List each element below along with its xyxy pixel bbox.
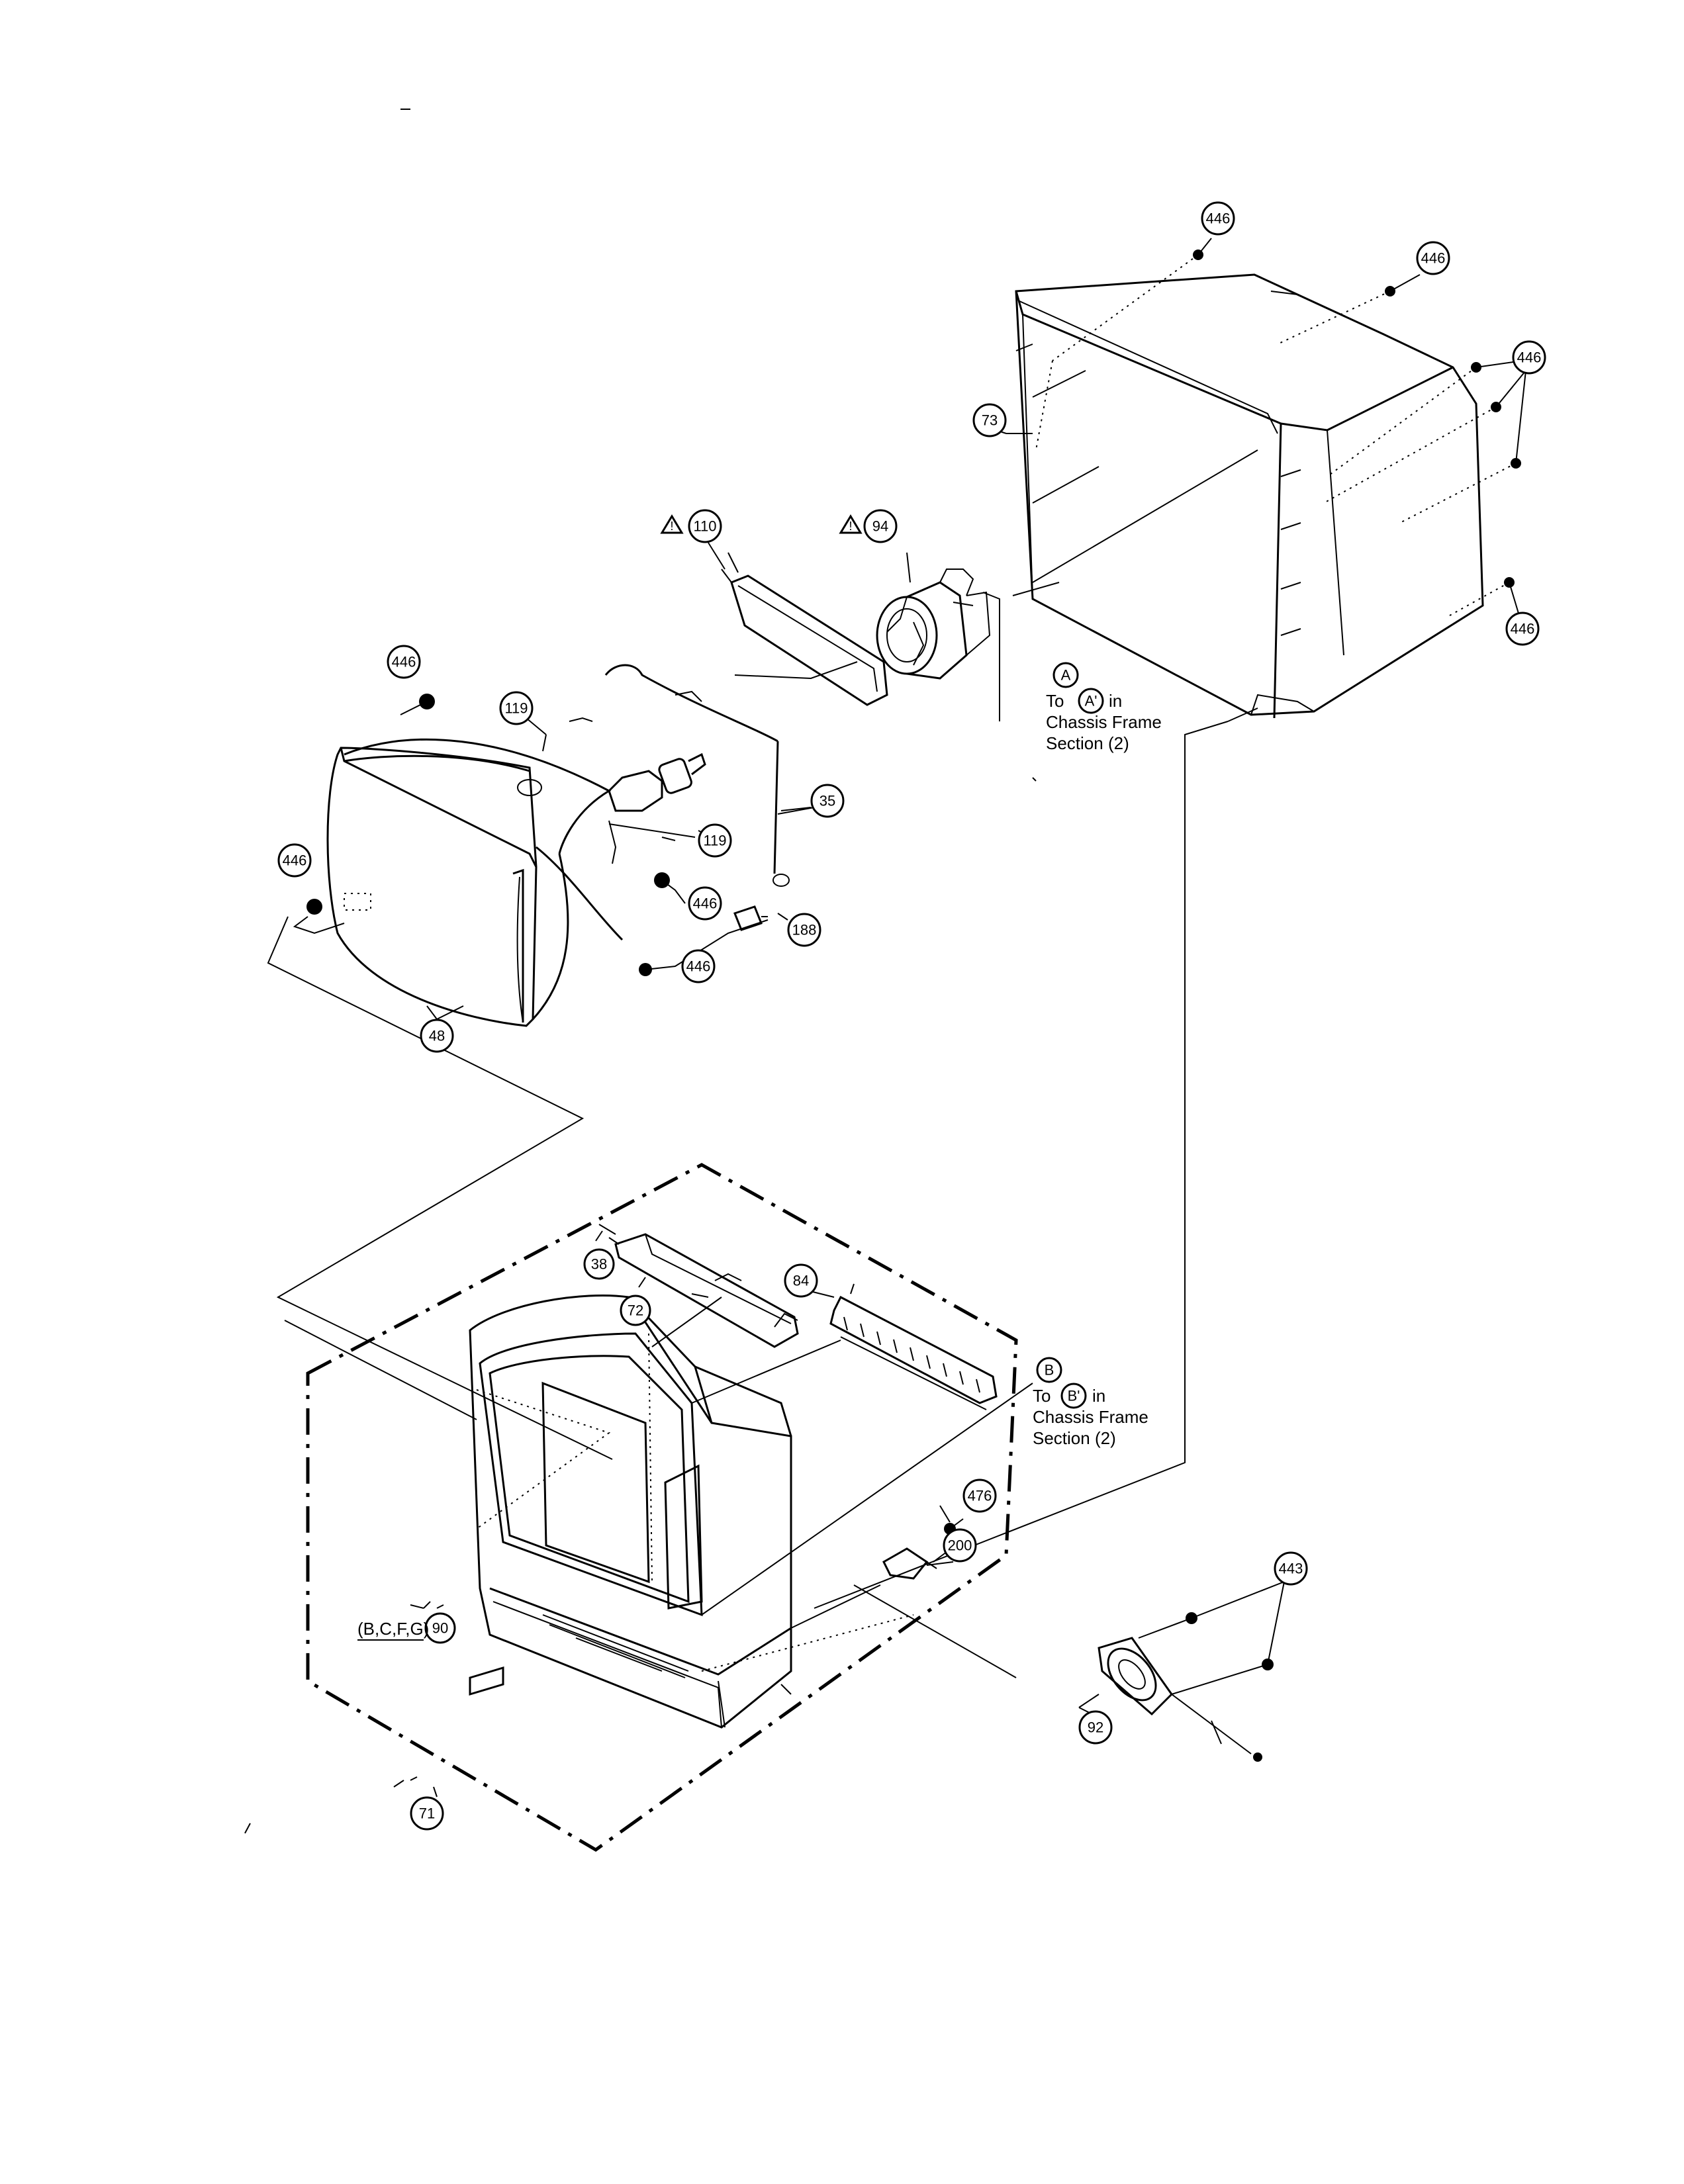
svg-text:92: 92	[1088, 1719, 1103, 1736]
screw-38	[595, 1224, 616, 1242]
cabinet-back	[1012, 273, 1484, 722]
callout-72: 72	[620, 1295, 651, 1326]
svg-text:Chassis Frame: Chassis Frame	[1046, 712, 1162, 732]
connector-a-note: A To A' in Chassis Frame Section (2)	[1046, 662, 1162, 753]
svg-text:72: 72	[628, 1302, 643, 1319]
callout-48: 48	[420, 1019, 454, 1053]
callout-119: 119	[499, 691, 534, 725]
svg-text:71: 71	[419, 1805, 435, 1822]
callout-73: 73	[972, 403, 1007, 437]
svg-text:90: 90	[432, 1620, 448, 1637]
svg-text:446: 446	[283, 852, 307, 869]
svg-text:200: 200	[948, 1537, 972, 1554]
svg-text:446: 446	[693, 895, 718, 912]
svg-text:119: 119	[703, 833, 726, 849]
svg-text:B: B	[1045, 1362, 1054, 1379]
svg-text:Section (2): Section (2)	[1033, 1428, 1116, 1448]
warning-icon: !	[839, 514, 863, 534]
callout-71: 71	[410, 1796, 444, 1831]
callout-84: 84	[784, 1263, 818, 1298]
callout-443: 443	[1274, 1551, 1308, 1586]
svg-text:73: 73	[982, 412, 998, 429]
callout-446: 446	[688, 886, 722, 921]
cabinet-screws	[986, 238, 1526, 616]
svg-text:446: 446	[686, 958, 711, 975]
callout-leaders	[426, 433, 1099, 1797]
warning-icon: !	[660, 514, 684, 534]
svg-text:B': B'	[1068, 1388, 1080, 1404]
front-alignment-lines	[648, 1297, 1033, 1678]
front-cabinet	[469, 1294, 792, 1729]
callout-446: 446	[1505, 612, 1540, 646]
svg-text:476: 476	[968, 1488, 992, 1504]
svg-text:in: in	[1092, 1386, 1105, 1406]
svg-text:94: 94	[872, 518, 888, 535]
callout-188: 188	[787, 913, 821, 947]
svg-text:84: 84	[793, 1273, 809, 1289]
svg-text:446: 446	[392, 654, 416, 670]
control-board	[829, 1283, 998, 1410]
svg-text:A: A	[1061, 667, 1071, 684]
front-cabinet-boundary	[306, 1163, 1018, 1852]
svg-text:To: To	[1033, 1386, 1051, 1406]
screw-alignment-lines	[1035, 254, 1517, 616]
svg-text:Section (2): Section (2)	[1046, 733, 1129, 753]
svg-text:!: !	[849, 520, 852, 533]
degaussing-coil	[721, 552, 888, 706]
svg-text:!: !	[670, 520, 673, 533]
badge-plate	[436, 1604, 504, 1696]
svg-text:446: 446	[1511, 621, 1535, 637]
callout-92: 92	[1078, 1710, 1113, 1745]
callout-38: 38	[583, 1248, 615, 1280]
callout-119: 119	[698, 823, 732, 858]
callout-476: 476	[962, 1479, 997, 1513]
callout-446: 446	[277, 843, 312, 878]
callout-94: 94	[863, 509, 898, 543]
svg-text:48: 48	[429, 1028, 445, 1044]
svg-text:38: 38	[591, 1256, 607, 1273]
callout-446: 446	[1416, 241, 1450, 275]
callout-200: 200	[943, 1528, 977, 1563]
svg-text:35: 35	[819, 793, 835, 809]
connector-a-line	[982, 592, 1000, 721]
svg-text:446: 446	[1421, 250, 1446, 267]
svg-text:in: in	[1109, 691, 1122, 711]
bracket-plate	[614, 1233, 799, 1348]
callout-110: 110	[688, 509, 722, 543]
variant-label: (B,C,F,G)	[357, 1619, 429, 1639]
svg-text:110: 110	[693, 518, 716, 535]
callout-446: 446	[1201, 201, 1235, 236]
svg-text:A': A'	[1085, 693, 1098, 709]
svg-text:To: To	[1046, 691, 1064, 711]
spring	[733, 905, 768, 931]
svg-text:Chassis Frame: Chassis Frame	[1033, 1407, 1148, 1427]
speaker	[1078, 1581, 1285, 1762]
svg-text:446: 446	[1206, 210, 1231, 227]
callout-446: 446	[681, 949, 716, 983]
deflection-yoke	[876, 569, 991, 680]
crt-clips	[542, 734, 696, 841]
callout-446: 446	[1512, 340, 1546, 375]
svg-text:443: 443	[1279, 1561, 1303, 1577]
svg-text:119: 119	[504, 700, 528, 717]
connector-a-route	[814, 721, 1229, 1609]
picture-tube	[326, 717, 706, 1027]
connector-b-note: B To B' in Chassis Frame Section (2)	[1033, 1357, 1148, 1448]
svg-text:188: 188	[792, 922, 817, 938]
svg-text:446: 446	[1517, 349, 1542, 366]
crt-screws	[293, 694, 769, 976]
callout-35: 35	[810, 784, 845, 818]
callout-90: 90	[424, 1612, 456, 1644]
callout-446: 446	[387, 645, 421, 679]
ground-harness	[604, 661, 858, 887]
crt-front-link	[267, 916, 613, 1460]
